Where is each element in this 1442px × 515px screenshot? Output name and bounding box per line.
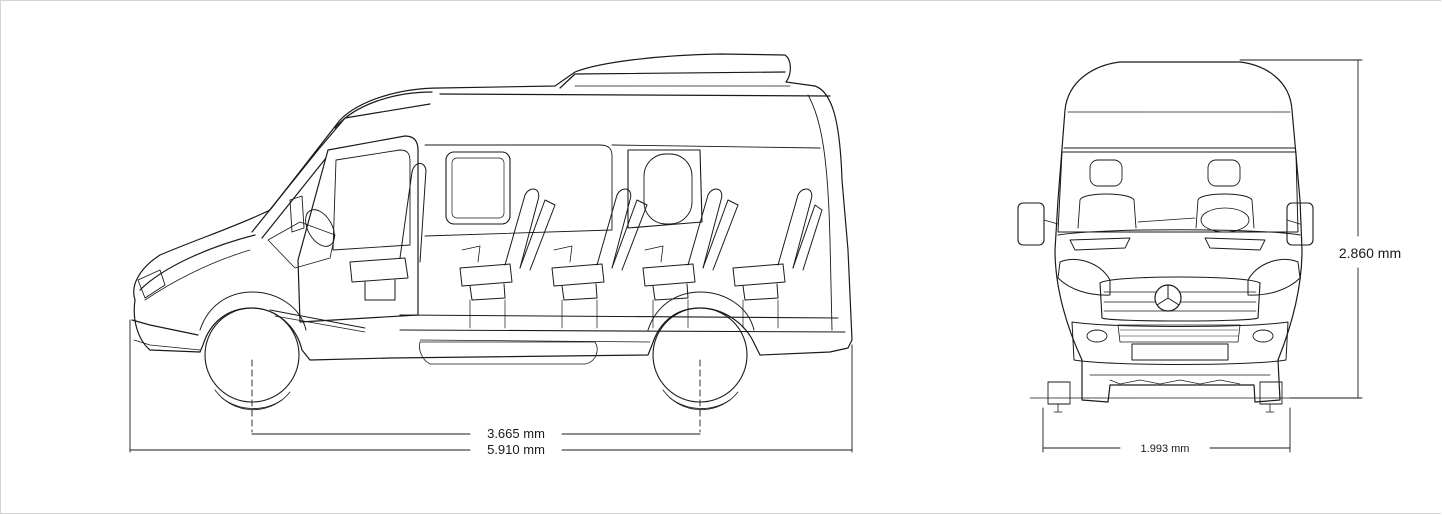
- side-body-outline: [133, 53, 853, 361]
- front-dimension-lines: [1042, 59, 1363, 453]
- side-view-van: [131, 53, 853, 433]
- front-mirror-right: [1286, 202, 1314, 246]
- overall-height-label: 2.860 mm: [1339, 245, 1401, 261]
- side-window-rear: [627, 149, 703, 229]
- seat-row-1: [459, 188, 556, 301]
- front-grille: [1099, 276, 1261, 322]
- seat-driver: [349, 163, 427, 301]
- front-mirror-left: [1017, 202, 1045, 246]
- seat-row-4: [732, 188, 823, 301]
- side-dimension-lines: [129, 319, 853, 453]
- side-rear-wheel: [647, 291, 755, 411]
- overall-length-label: 5.910 mm: [487, 442, 545, 457]
- side-front-wheel: [199, 291, 307, 411]
- side-cab-door: [297, 135, 419, 323]
- side-window-front: [445, 151, 511, 225]
- seat-row-2: [551, 188, 648, 301]
- wheelbase-label: 3.665 mm: [487, 426, 545, 441]
- front-view-van: [1017, 61, 1314, 413]
- overall-width-label: 1.993 mm: [1141, 443, 1190, 455]
- seat-row-3: [642, 188, 739, 301]
- front-body-outline: [1054, 61, 1303, 403]
